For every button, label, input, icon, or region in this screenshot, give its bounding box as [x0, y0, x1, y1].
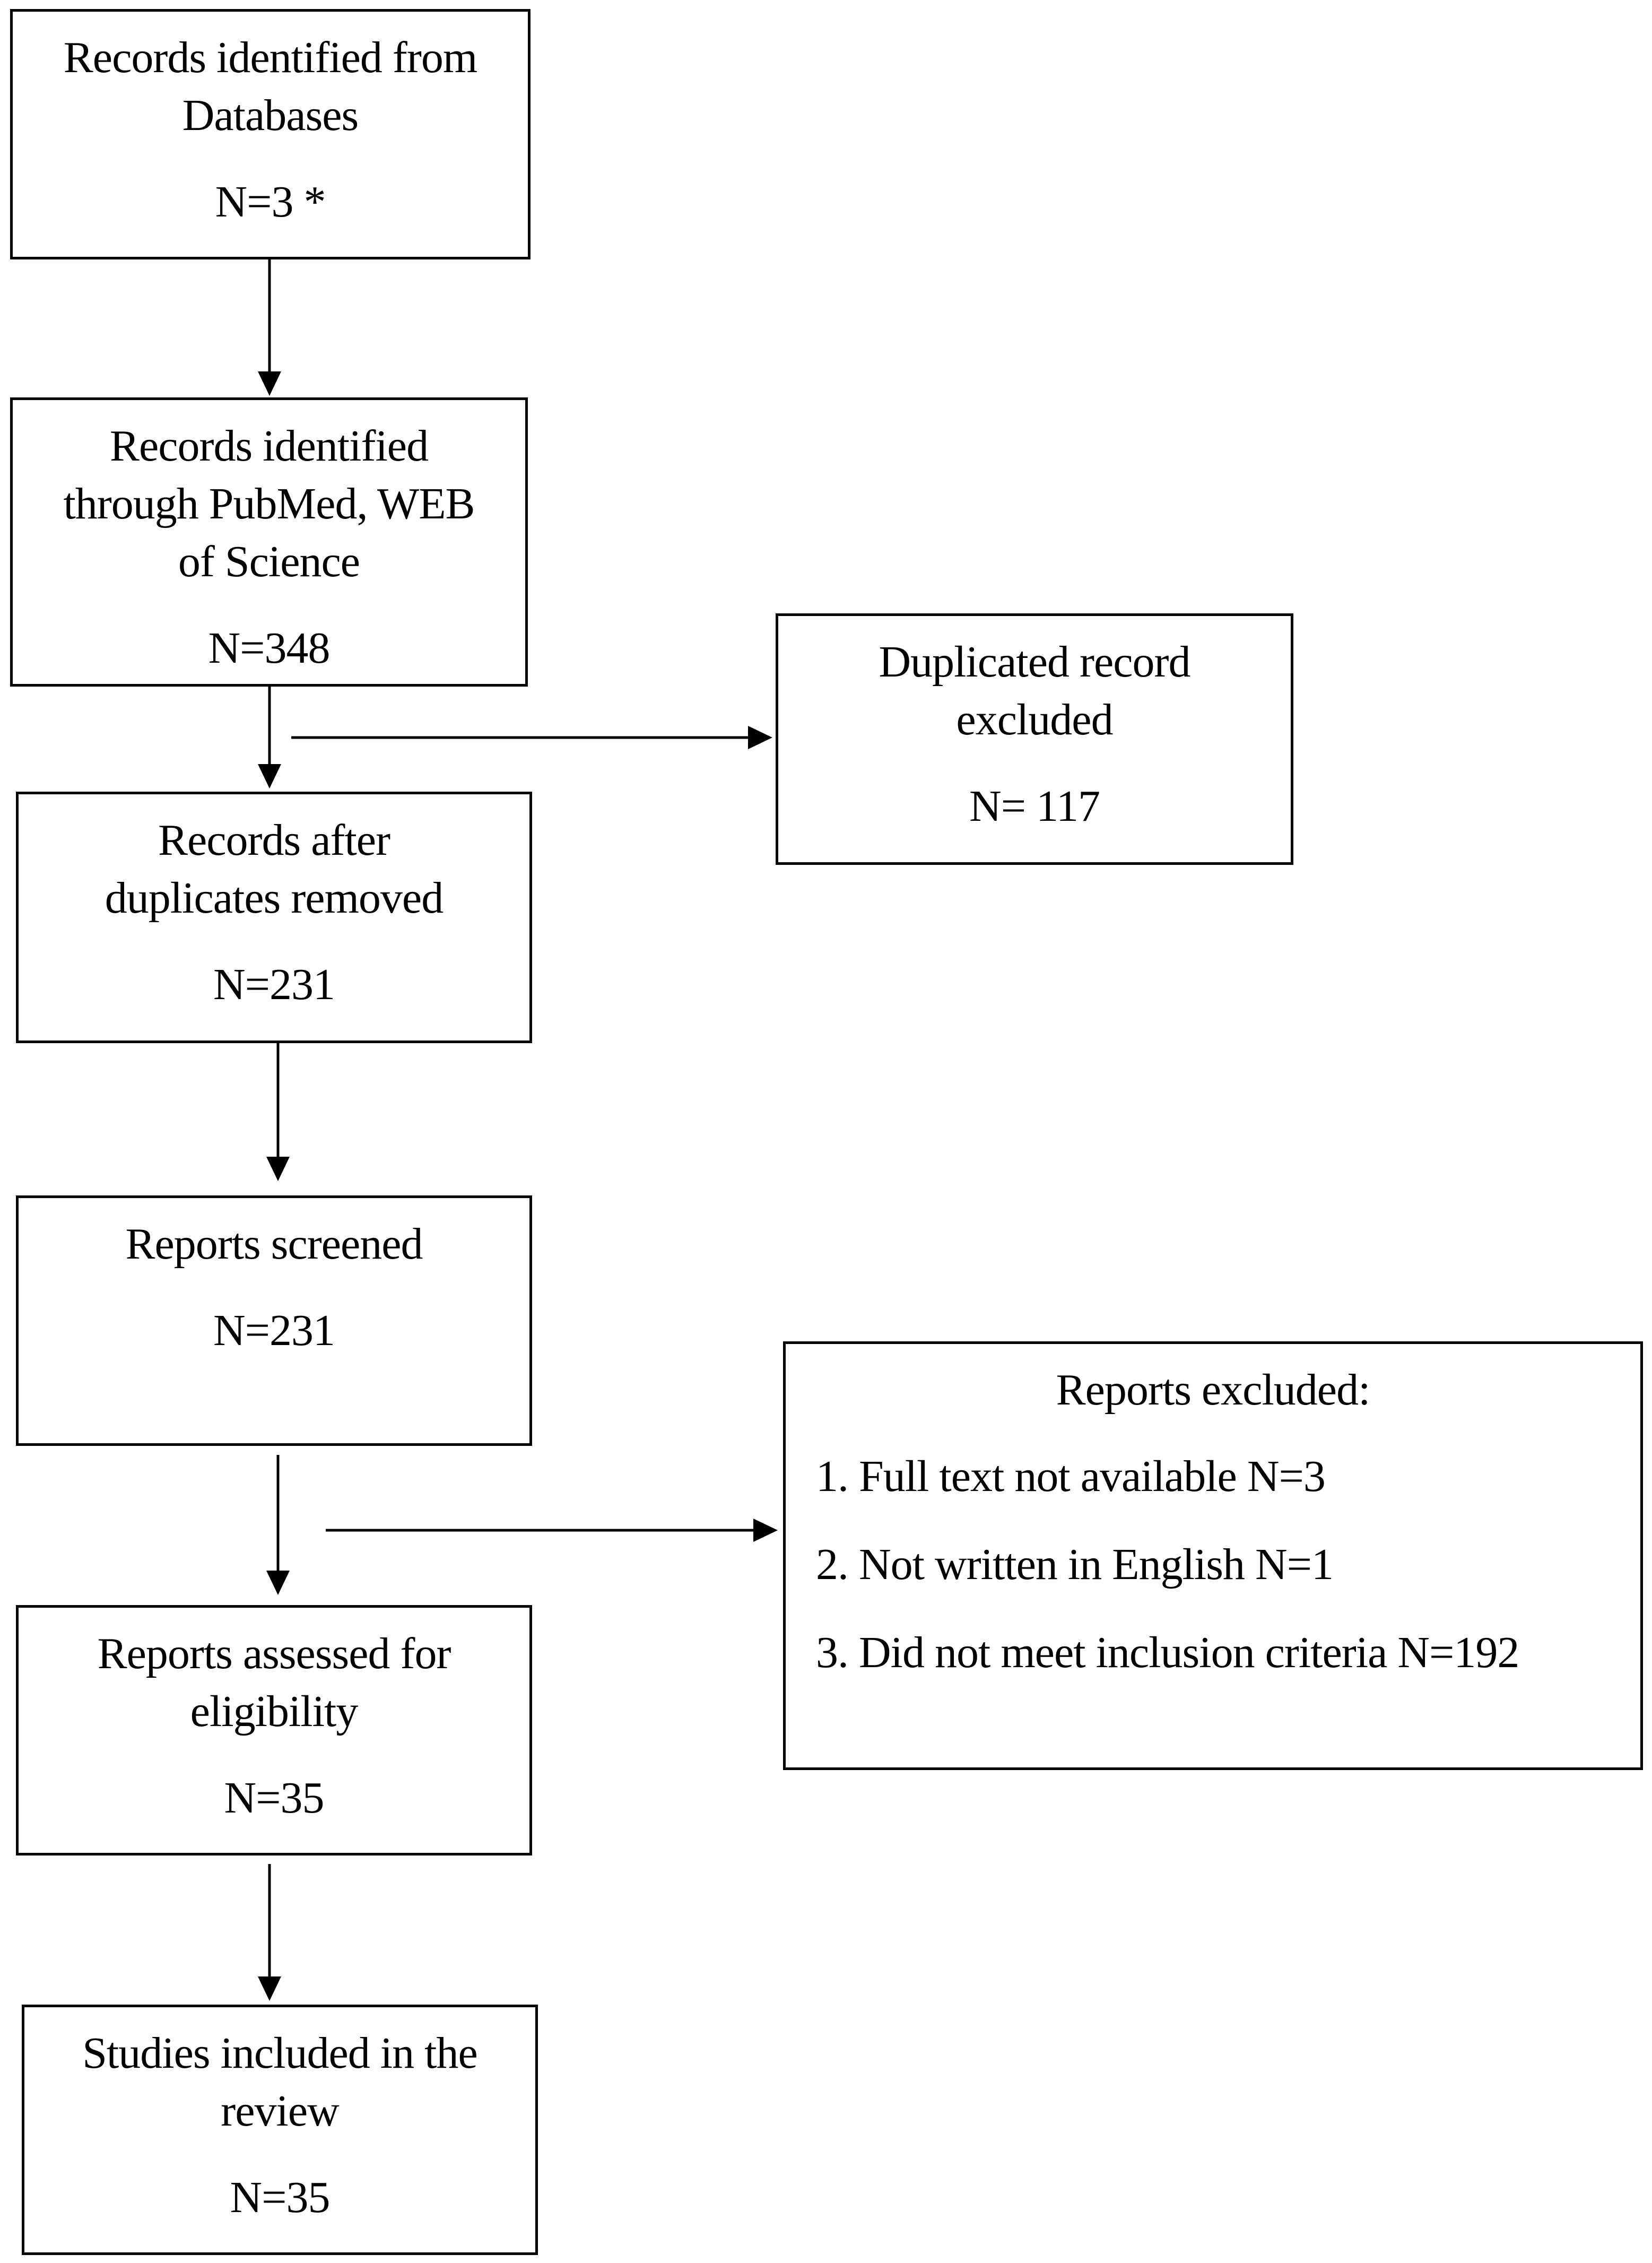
- box-records-databases: Records identified from Databases N=3 *: [10, 9, 531, 259]
- box-records-after-duplicates: Records after duplicates removed N=231: [16, 792, 532, 1043]
- box-reports-screened: Reports screened N=231: [16, 1195, 532, 1446]
- arrowhead-right: [748, 726, 772, 749]
- box-studies-included: Studies included in the review N=35: [22, 2005, 538, 2255]
- box-title: Studies included in the review: [82, 2028, 478, 2136]
- box-title: Records identified from Databases: [63, 33, 477, 140]
- box-title: Duplicated record excluded: [879, 637, 1190, 744]
- box-records-pubmed: Records identified through PubMed, WEB o…: [10, 397, 528, 687]
- box-count: N=348: [208, 623, 330, 673]
- box-reports-excluded: Reports excluded: 1. Full text not avail…: [783, 1341, 1643, 1770]
- box-count: N=3 *: [215, 177, 326, 227]
- arrowhead-down: [258, 764, 281, 788]
- list-item: 1. Full text not available N=3: [816, 1452, 1326, 1501]
- box-count: N=35: [224, 1773, 324, 1823]
- arrowhead-down: [266, 1571, 290, 1595]
- box-title: Records identified through PubMed, WEB o…: [63, 421, 475, 586]
- box-count: N=35: [230, 2173, 330, 2222]
- box-title: Reports assessed for eligibility: [97, 1629, 451, 1736]
- arrowhead-down: [266, 1157, 290, 1181]
- box-duplicated-excluded: Duplicated record excluded N= 117: [776, 613, 1293, 865]
- box-count: N= 117: [969, 782, 1100, 831]
- box-count: N=231: [213, 1306, 335, 1355]
- exclusion-reasons-list: 1. Full text not available N=3 2. Not wr…: [786, 1447, 1640, 1681]
- box-count: N=231: [213, 960, 335, 1009]
- box-title: Records after duplicates removed: [105, 816, 444, 923]
- arrowhead-right: [753, 1519, 778, 1542]
- box-title: Reports excluded:: [1056, 1365, 1371, 1415]
- box-reports-assessed: Reports assessed for eligibility N=35: [16, 1605, 532, 1856]
- list-item: 2. Not written in English N=1: [816, 1540, 1334, 1589]
- arrowhead-down: [258, 1976, 281, 2001]
- list-item: 3. Did not meet inclusion criteria N=192: [816, 1628, 1519, 1677]
- arrowhead-down: [258, 371, 281, 396]
- box-title: Reports screened: [125, 1219, 423, 1269]
